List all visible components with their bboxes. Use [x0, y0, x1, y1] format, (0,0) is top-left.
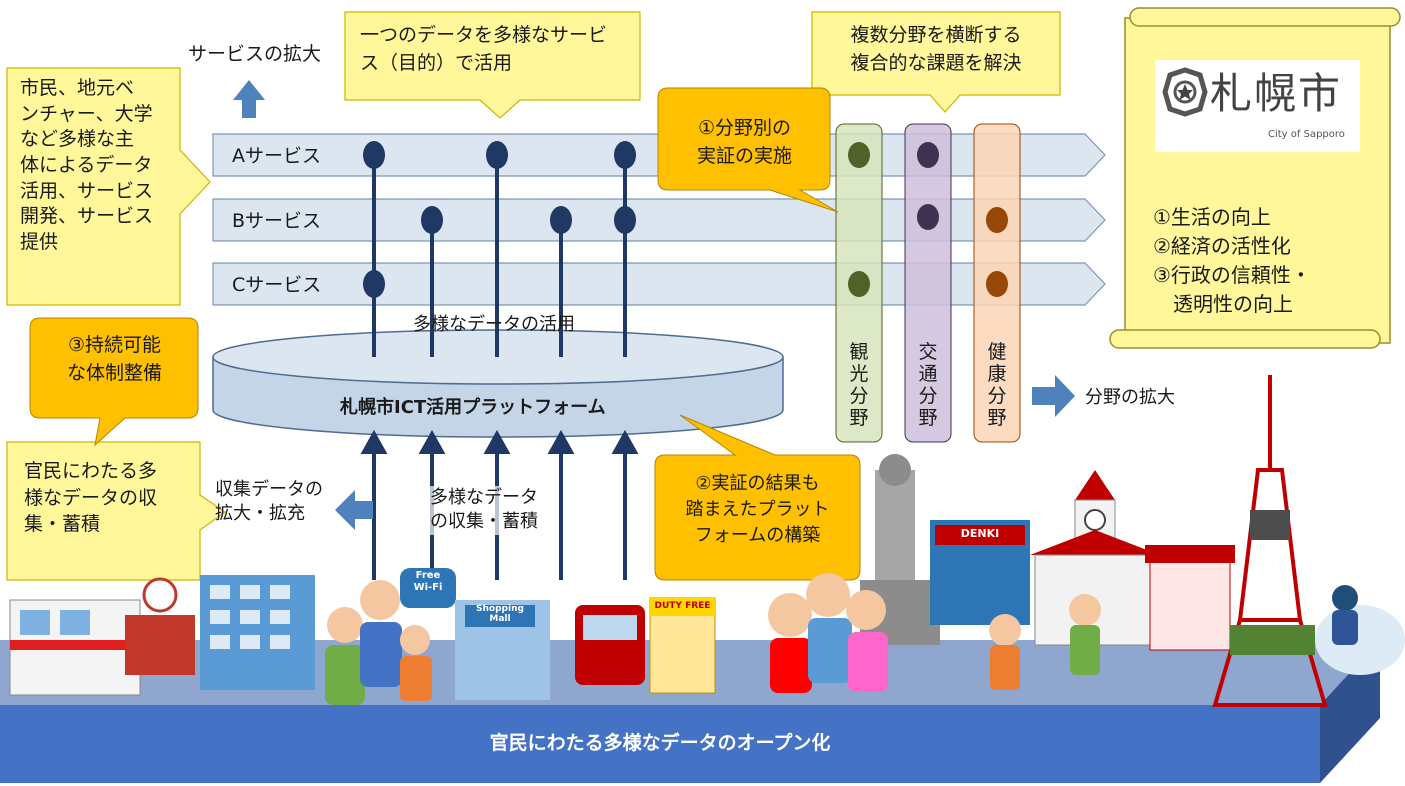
wifi-sign	[400, 568, 456, 608]
step3-callout: ③持続可能 な体制整備	[66, 334, 162, 384]
service-expand-label: サービスの拡大	[188, 43, 322, 65]
step1-callout-shape	[657, 87, 839, 213]
field-expand-label: 分野の拡大	[1085, 387, 1175, 408]
denki-sign-label: DENKI	[960, 527, 1000, 540]
collection-expand-label: 収集データの 拡大・拡充	[215, 479, 323, 525]
field-dots	[848, 142, 1008, 297]
sapporo-emblem-icon	[1162, 67, 1208, 117]
service-nodes	[363, 141, 636, 298]
goals-text: ①生活の向上 ②経済の活性化 ③行政の信頼性・ 透明性の向上	[1153, 205, 1311, 316]
step2-callout: ②実証の結果も 踏まえたプラット フォームの構築	[685, 473, 830, 547]
service-b-label: Bサービス	[232, 210, 322, 232]
field-transport-label: 交 通 分 野	[918, 341, 938, 429]
callout-cross-shape	[811, 11, 1061, 113]
collection-left-callout: 官民にわたる多 様なデータの収 集・蓄積	[24, 460, 158, 536]
callout-collection-shape	[6, 441, 227, 581]
collection-center-label: 多様なデータ の収集・蓄積	[430, 486, 538, 535]
base-label: 官民にわたる多様なデータのオープン化	[489, 732, 831, 754]
step3-callout-shape	[29, 317, 199, 447]
callout-left-actors: 市民、地元ベ ンチャー、大学 など多様な主 体によるデータ 活用、サービス 開発…	[20, 77, 154, 253]
service-connectors	[372, 155, 627, 357]
step2-callout-shape	[654, 414, 861, 581]
base-band	[0, 705, 1320, 783]
data-use-label: 多様なデータの活用	[413, 314, 575, 335]
field-transport-column	[904, 123, 952, 443]
callout-multi-use-shape	[344, 11, 641, 119]
platform-label: 札幌市ICT活用プラットフォーム	[340, 397, 606, 418]
field-tourism-label: 観 光 分 野	[849, 341, 869, 429]
collection-arrows	[360, 429, 639, 580]
field-health-label: 健 康 分 野	[987, 341, 1007, 429]
callout-cross-field: 複数分野を横断する 複合的な課題を解決	[850, 24, 1022, 74]
sapporo-logo-text: 札幌市	[1210, 69, 1343, 118]
wifi-sign-label: Free Wi-Fi	[413, 570, 443, 593]
sapporo-logo-box	[1155, 60, 1360, 152]
field-expand-arrow-icon	[1032, 375, 1075, 417]
callout-left-actors-shape	[6, 67, 211, 306]
duty-free-sign-label: DUTY FREE	[654, 601, 711, 611]
service-a-label: Aサービス	[232, 145, 321, 167]
sapporo-logo-subtext: City of Sapporo	[1268, 129, 1345, 140]
service-c-label: Cサービス	[232, 274, 322, 296]
step1-callout: ①分野別の 実証の実施	[696, 117, 792, 167]
service-expand-arrow-icon	[233, 80, 265, 118]
city-scene	[9, 375, 1405, 707]
collection-expand-arrow-icon	[335, 490, 373, 530]
callout-multi-use: 一つのデータを多様なサービ ス（目的）で活用	[360, 24, 608, 74]
mall-sign-label: Shopping Mall	[476, 604, 524, 625]
base-slab-side	[1320, 640, 1380, 783]
